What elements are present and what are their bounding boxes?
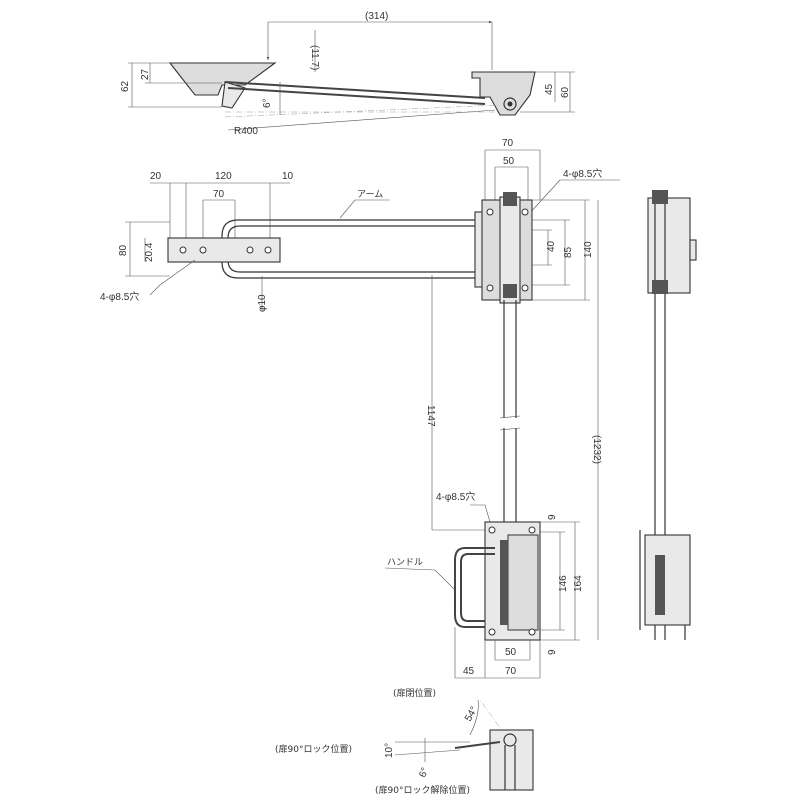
lock-position-label: (扉90°ロック位置) (275, 743, 352, 755)
rod (503, 300, 517, 525)
top-right-bracket (471, 71, 536, 116)
lever-detail: (扉閉位置) 54° (扉90°ロック位置) 10° 6° (扉90°ロック解除… (275, 687, 534, 796)
side-view (639, 190, 697, 640)
closed-position-label: (扉閉位置) (393, 687, 436, 699)
side-upper-bracket (647, 197, 691, 294)
arm-mount-plate (167, 237, 281, 263)
lever (454, 741, 501, 749)
spring (500, 540, 508, 625)
dim-80: 80 (118, 244, 129, 256)
dim-140: 140 (583, 241, 594, 258)
radius-r400: R400 (234, 126, 258, 137)
hole-note-upper: 4-φ8.5穴 (563, 167, 602, 180)
handle-label: ハンドル (387, 558, 423, 568)
top-view: (314) (11.7) 62 27 6° R400 45 60 (120, 11, 575, 137)
dim-45: 45 (544, 83, 555, 95)
dim-164: 164 (573, 575, 584, 592)
angle-6: 6° (262, 98, 273, 108)
dim-314: (314) (365, 11, 388, 22)
arm-label: アーム (357, 189, 383, 200)
dim-20: 20 (150, 171, 162, 182)
dim-70-arm: 70 (213, 189, 225, 200)
dim-40: 40 (546, 240, 557, 252)
dim-60: 60 (560, 86, 571, 98)
dim-50-top: 50 (503, 156, 515, 167)
dim-62: 62 (120, 80, 131, 92)
dim-10: 10 (282, 171, 294, 182)
side-lower-bracket (644, 534, 691, 626)
top-pivot (503, 97, 517, 111)
dim-120: 120 (215, 171, 232, 182)
dim-1147: 1147 (425, 405, 436, 427)
dim-27: 27 (140, 68, 151, 80)
dim-50-bottom: 50 (505, 647, 517, 658)
lever-bracket (489, 729, 534, 791)
handle (454, 547, 495, 628)
dim-45-bottom: 45 (463, 666, 475, 677)
angle-54: 54° (463, 705, 480, 724)
hole-note-arm: 4-φ8.5穴 (100, 290, 139, 303)
rod-dia: φ10 (257, 294, 268, 312)
top-arm (224, 81, 486, 105)
dim-9-bottom: 9 (547, 649, 558, 655)
angle-6-lever: 6° (417, 766, 431, 779)
top-arm-hook (221, 81, 246, 109)
front-view: 70 50 4-φ8.5穴 20 120 10 70 アーム 80 20.4 4… (100, 138, 620, 679)
angle-10: 10° (384, 743, 395, 758)
dim-1232: (1232) (591, 435, 602, 464)
dim-70-bottom: 70 (505, 666, 517, 677)
dim-9-top: 9 (547, 514, 558, 520)
unlock-position-label: (扉90°ロック解除位置) (375, 784, 470, 796)
dim-20-4: 20.4 (144, 242, 155, 262)
hole-note-lower: 4-φ8.5穴 (436, 490, 475, 503)
dim-85: 85 (563, 246, 574, 258)
dim-70-top: 70 (502, 138, 514, 149)
dim-11-7: (11.7) (309, 45, 320, 70)
dim-146: 146 (558, 575, 569, 592)
